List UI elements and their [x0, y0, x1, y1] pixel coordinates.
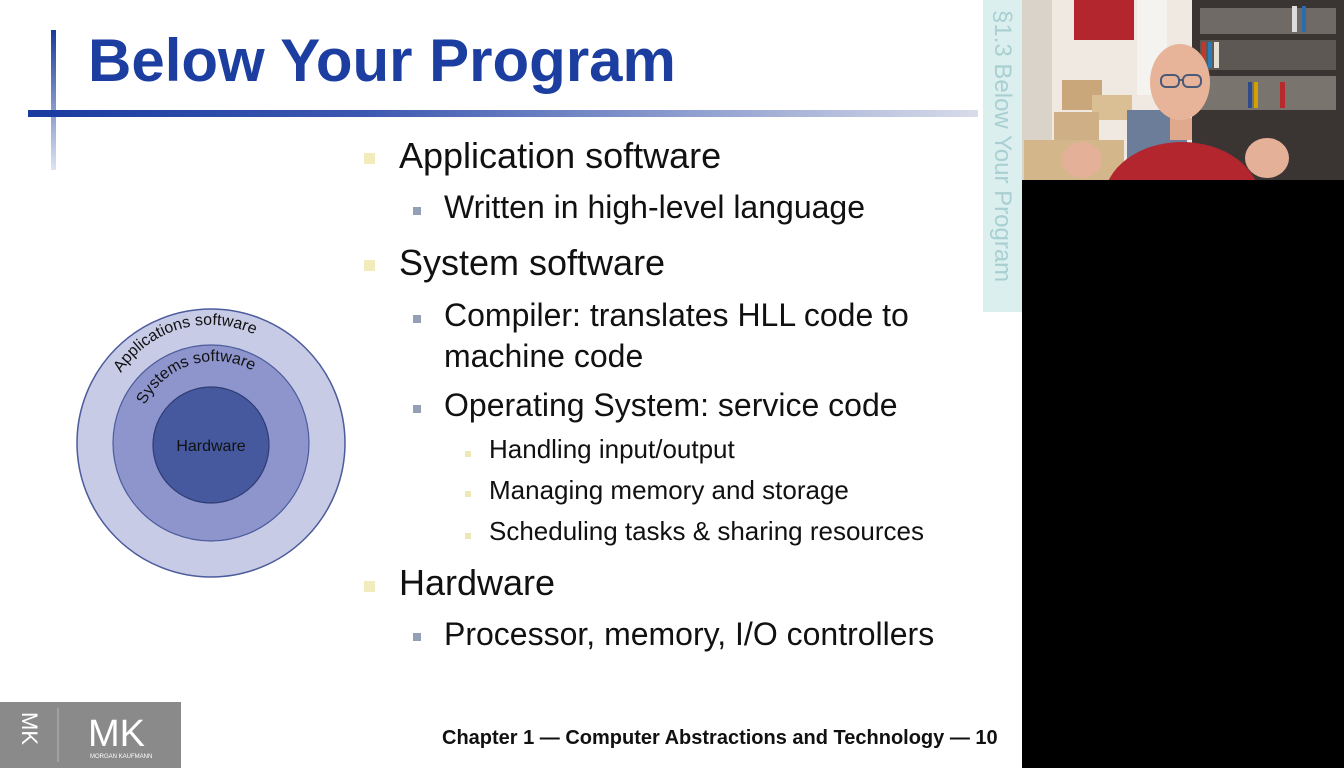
core-label: Hardware: [176, 438, 245, 455]
title-underline: [28, 110, 978, 117]
bullet-marker: [465, 533, 471, 539]
slide-title: Below Your Program: [88, 27, 676, 94]
bullet-marker: [364, 260, 375, 271]
hardware-core: [152, 386, 270, 504]
section-tab: [983, 0, 1022, 312]
bullet-scheduling: Scheduling tasks & sharing resources: [489, 516, 925, 546]
slide: Below Your Program §1.3 Below Your Progr…: [0, 0, 1022, 768]
bullet-managing-memory: Managing memory and storage: [489, 475, 849, 505]
bullet-marker: [413, 405, 421, 413]
software-layers-diagram: Applications software Systems software H…: [76, 308, 346, 578]
bullet-system-software: System software: [399, 242, 666, 283]
title-accent-vertical: [51, 30, 56, 170]
bullet-marker: [413, 315, 421, 323]
section-tab-label: §1.3 Below Your Program: [989, 10, 1016, 283]
bullet-handling-io: Handling input/output: [489, 434, 735, 464]
publisher-logo: MK MK MORGAN KAUFMANN: [0, 702, 181, 768]
bullet-compiler-line2: machine code: [444, 338, 644, 374]
bullet-compiler-line1: Compiler: translates HLL code to: [444, 297, 909, 333]
bullet-marker: [364, 153, 375, 164]
logo-vertical-mk: MK: [17, 712, 42, 745]
bullet-written-in-hll: Written in high-level language: [444, 189, 865, 225]
bullet-processor-memory-io: Processor, memory, I/O controllers: [444, 616, 935, 652]
bullet-application-software: Application software: [399, 135, 722, 176]
logo-subtitle: MORGAN KAUFMANN: [90, 754, 152, 760]
slide-footer: Chapter 1 — Computer Abstractions and Te…: [442, 727, 998, 749]
presenter-video-feed: [1022, 0, 1344, 180]
bullet-marker: [364, 581, 375, 592]
logo-mk: MK: [88, 713, 145, 755]
bullet-marker: [465, 491, 471, 497]
bullet-marker: [413, 633, 421, 641]
bullet-operating-system: Operating System: service code: [444, 387, 898, 423]
bullet-marker: [465, 451, 471, 457]
bullet-hardware: Hardware: [399, 562, 556, 603]
bullet-marker: [413, 207, 421, 215]
